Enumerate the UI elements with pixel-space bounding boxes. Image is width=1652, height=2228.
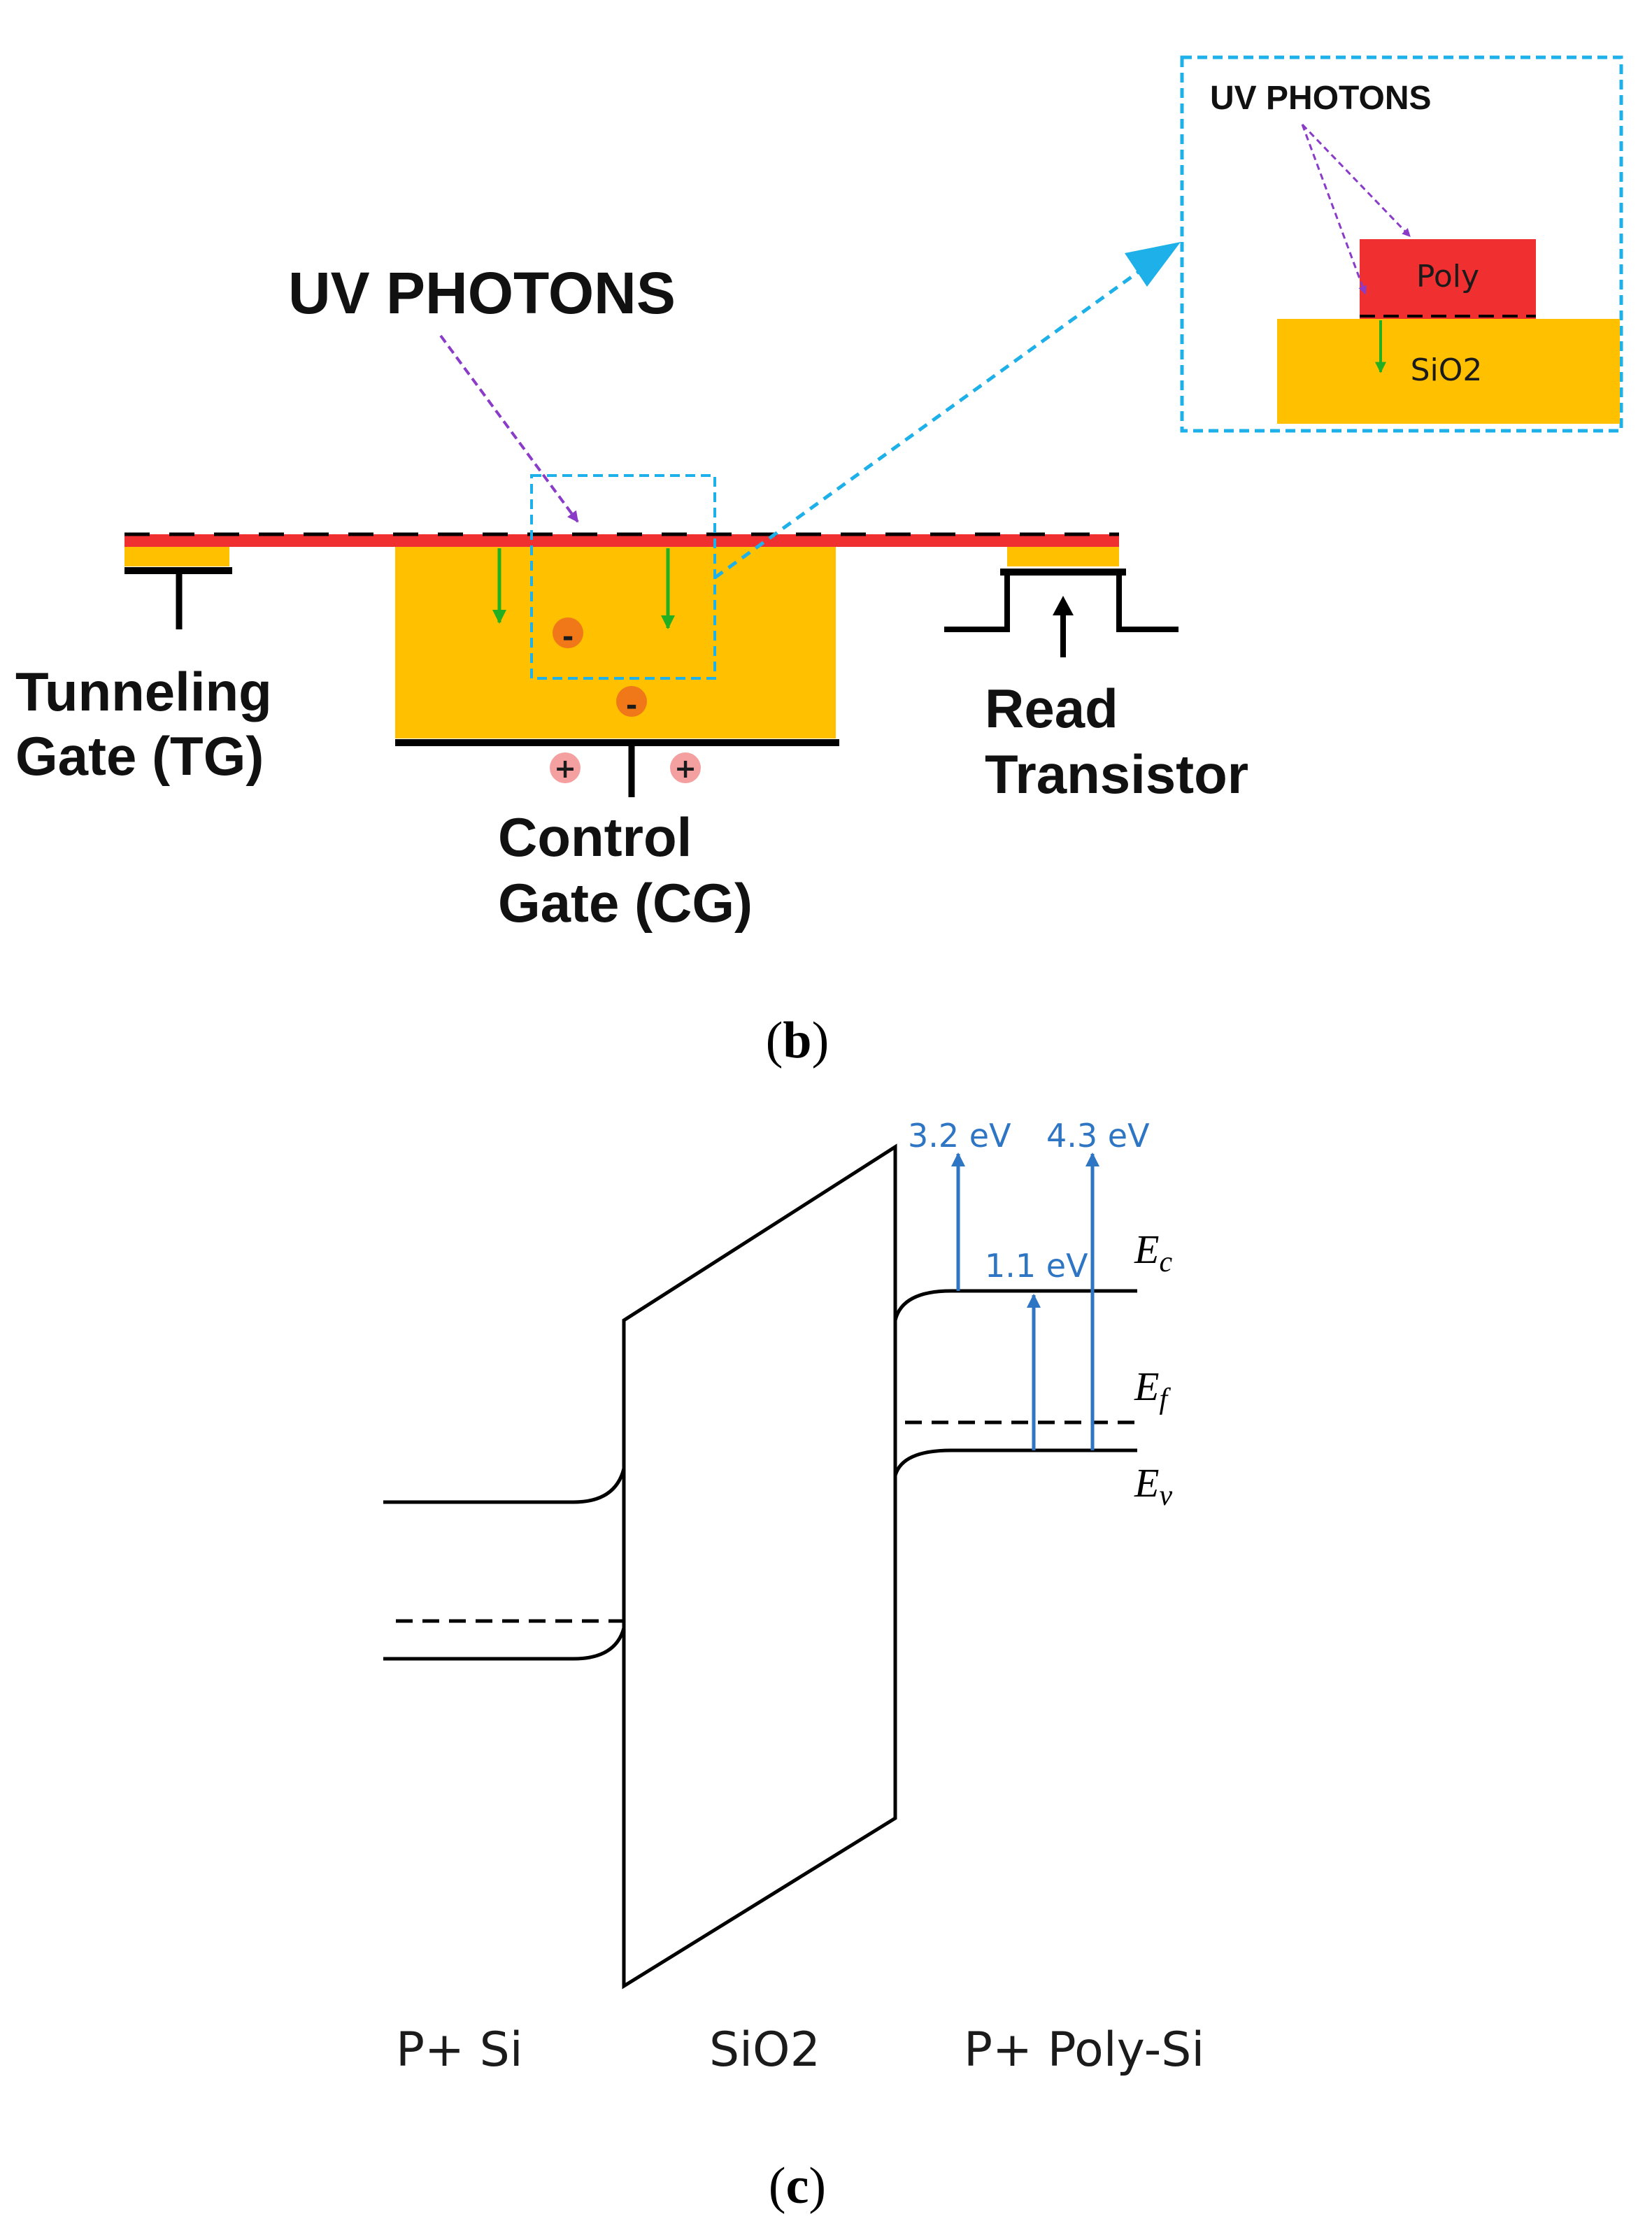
uv-photons-label: UV PHOTONS bbox=[288, 260, 676, 326]
inset-poly-label: Poly bbox=[1416, 259, 1479, 294]
uv-photon-arrow bbox=[439, 334, 579, 523]
svg-text:+: + bbox=[674, 753, 697, 784]
control-gate-oxide-block bbox=[395, 543, 836, 738]
region-label-left: P+ Si bbox=[396, 2022, 523, 2078]
hole-left: + bbox=[550, 752, 581, 784]
read-transistor-arrowhead bbox=[1053, 596, 1074, 615]
left-valence-band bbox=[383, 1627, 626, 1661]
label-ec: Ec bbox=[1134, 1227, 1172, 1278]
panel-c: 3.2 eV 4.3 eV 1.1 eV Ec Ef Ev P+ Si SiO2… bbox=[383, 1117, 1204, 2215]
svg-text:-: - bbox=[626, 690, 638, 722]
zoom-connector-line bbox=[713, 264, 1148, 580]
inset-frame bbox=[1180, 55, 1623, 433]
read-transistor-channel bbox=[944, 572, 1179, 632]
oxide-barrier bbox=[622, 1143, 897, 1990]
label-1-1ev: 1.1 eV bbox=[985, 1247, 1088, 1285]
control-gate-label-line1: Control bbox=[498, 806, 692, 868]
inset-photon-arrow-b bbox=[1301, 124, 1367, 295]
label-ev: Ev bbox=[1134, 1460, 1172, 1512]
inset-photon-arrow-a bbox=[1301, 123, 1411, 238]
read-transistor-label-line2: Transistor bbox=[985, 743, 1248, 805]
inset-uv-photons-label: UV PHOTONS bbox=[1210, 80, 1432, 117]
hole-right: + bbox=[670, 752, 701, 784]
panel-b: - - + + UV PHOTONS bbox=[15, 55, 1623, 1069]
label-4-3ev: 4.3 eV bbox=[1046, 1117, 1150, 1155]
panel-c-caption: (c) bbox=[769, 2157, 826, 2215]
label-ef: Ef bbox=[1134, 1364, 1171, 1415]
inset: UV PHOTONS Poly SiO2 bbox=[1180, 55, 1623, 433]
tunneling-gate-label-line1: Tunneling bbox=[15, 661, 272, 722]
read-transistor-label-line1: Read bbox=[985, 678, 1118, 739]
region-label-right: P+ Poly-Si bbox=[964, 2022, 1204, 2078]
electron-lower: - bbox=[616, 686, 647, 722]
inset-oxide-label: SiO2 bbox=[1411, 352, 1483, 388]
left-conduction-band bbox=[383, 1468, 626, 1504]
floating-gate-poly-strip bbox=[124, 534, 1119, 547]
panel-b-caption: (b) bbox=[766, 1012, 829, 1069]
label-3-2ev: 3.2 eV bbox=[908, 1117, 1011, 1155]
inset-oxide-block bbox=[1277, 319, 1620, 424]
region-label-middle: SiO2 bbox=[709, 2022, 820, 2078]
control-gate-label-line2: Gate (CG) bbox=[498, 872, 753, 934]
tunneling-gate-label-line2: Gate (TG) bbox=[15, 725, 264, 787]
right-valence-band bbox=[893, 1448, 1137, 1476]
electron-upper: - bbox=[553, 617, 583, 653]
zoom-connector-arrowhead bbox=[1125, 242, 1181, 287]
svg-text:+: + bbox=[554, 753, 576, 784]
inset-poly-block bbox=[1360, 239, 1536, 319]
svg-text:-: - bbox=[562, 621, 574, 653]
right-conduction-band bbox=[893, 1289, 1137, 1321]
